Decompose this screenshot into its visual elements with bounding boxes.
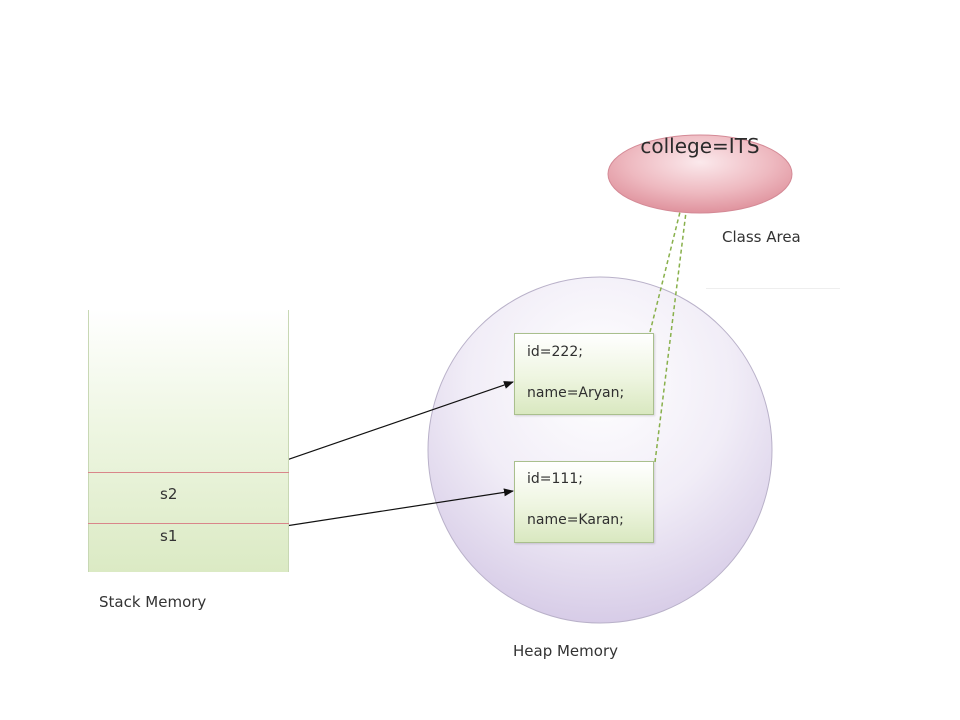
- stack-frame-divider: [88, 472, 289, 473]
- heap-memory-circle: [427, 276, 773, 624]
- heap-object-karan: id=111; name=Karan;: [514, 461, 654, 543]
- object-id-field: id=222;: [527, 344, 583, 360]
- stack-memory-block: [88, 310, 289, 572]
- divider: [706, 288, 840, 289]
- stack-variable-s1: s1: [160, 527, 178, 545]
- heap-memory-label: Heap Memory: [513, 642, 618, 660]
- class-area-ellipse: [607, 134, 793, 214]
- heap-object-aryan: id=222; name=Aryan;: [514, 333, 654, 415]
- class-area-value: college=ITS: [608, 134, 792, 178]
- object-name-field: name=Karan;: [527, 512, 624, 528]
- stack-memory-label: Stack Memory: [99, 593, 207, 611]
- object-id-field: id=111;: [527, 471, 583, 487]
- class-area-value-text: college=ITS: [640, 134, 760, 158]
- stack-variable-s2: s2: [160, 485, 178, 503]
- object-name-field: name=Aryan;: [527, 385, 625, 401]
- class-area-label: Class Area: [722, 228, 801, 246]
- stack-frame-divider: [88, 523, 289, 524]
